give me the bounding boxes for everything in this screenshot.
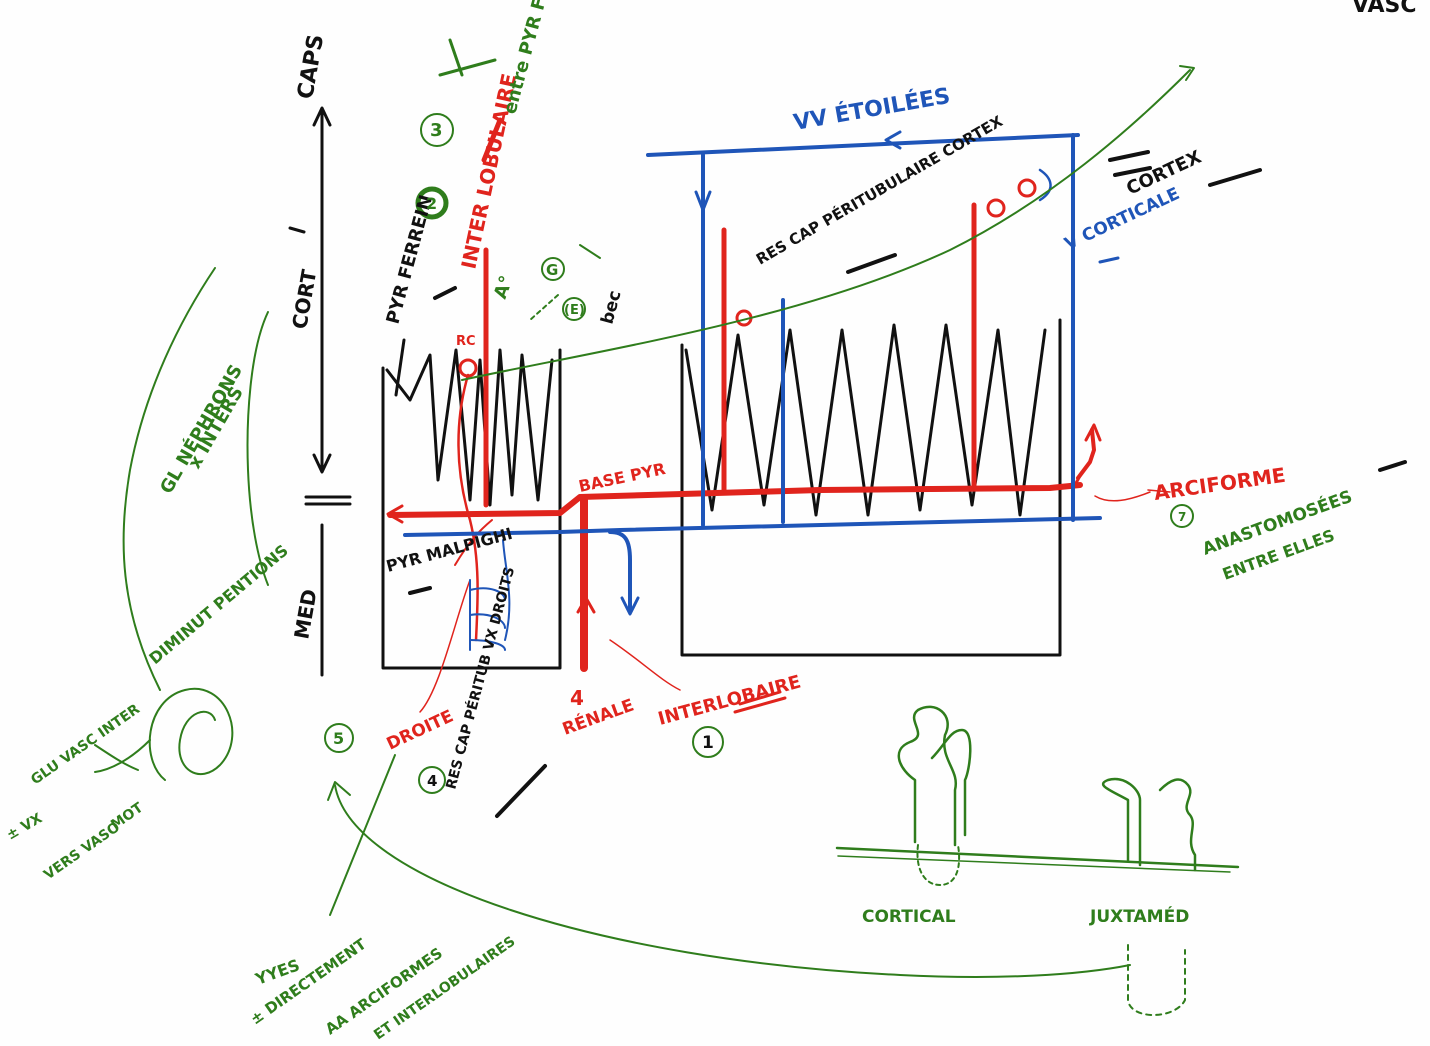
labels: VASC CAPS CORT MED PYR FERREIN PYR MALPI…	[4, 0, 1417, 1043]
label-renale-num: 4	[570, 686, 584, 710]
label-vv-etoilees: VV ÉTOILÉES	[792, 83, 953, 136]
marker-e-circle	[562, 297, 586, 321]
corner-text: VASC	[1352, 0, 1417, 18]
marker-3-circle	[420, 113, 454, 147]
note-vers-vaso: VERS VASO	[41, 819, 123, 883]
marker-5: 5	[333, 729, 344, 748]
arcuate-left-arrow	[386, 504, 404, 524]
label-droite: DROITE	[384, 706, 457, 754]
label-v-corticale: V CORTICALE	[1062, 184, 1183, 255]
label-pyr-malpighi: PYR MALPIGHI	[384, 524, 514, 576]
label-entre-pyr-fer: entre PYR FER	[500, 0, 558, 116]
marker-5-circle	[324, 723, 354, 753]
juxtamedullary-nephron	[1101, 777, 1142, 867]
corticomedullary-line	[835, 846, 1240, 869]
label-ae: (E)	[564, 303, 585, 318]
vasa-recta-vein	[502, 539, 511, 641]
axis-label-med: MED	[289, 587, 321, 641]
interlobar-vein	[608, 530, 632, 612]
label-arciforme: ARCIFORME	[1152, 463, 1287, 505]
label-g: G	[546, 261, 558, 279]
label-base-pyr: BASE PYR	[577, 459, 667, 496]
axis-mid-arrow	[312, 453, 332, 474]
marker-7: 7	[1178, 510, 1186, 524]
cortical-nephron	[897, 705, 958, 847]
marker-1-circle	[692, 726, 724, 758]
vasa-recta-artery	[457, 373, 479, 642]
label-interlobaire: INTERLOBAIRE	[656, 672, 803, 730]
marker-4: 4	[427, 772, 437, 790]
structure-black	[288, 106, 1062, 677]
long-leader-line	[461, 69, 1191, 381]
marker-2: 2	[426, 194, 437, 213]
label-aa: A°	[490, 273, 518, 302]
note-mot: MOT	[108, 800, 147, 834]
cort-tick	[288, 226, 306, 234]
stellate-veins	[646, 133, 1080, 157]
marker-2-circle	[415, 186, 449, 220]
arcuate-artery	[387, 482, 1083, 518]
note-diminut-pentions: DIMINUT PENTIONS	[145, 541, 292, 668]
label-res-cap-vx-droits: RES CAP PÉRITUB VX DROITS	[442, 565, 518, 791]
label-rc: RC	[456, 334, 476, 349]
marker-7-circle	[1170, 504, 1194, 528]
axis-top-arrow	[312, 106, 332, 127]
axis-label-cort: CORT	[287, 267, 321, 330]
arcuate-vein	[403, 516, 1102, 537]
venous-blue	[403, 130, 1120, 651]
note-gl-nephrons: GL NÉPHRONS	[155, 361, 247, 498]
right-ferrein-teeth	[684, 323, 1047, 517]
label-bec: bec	[598, 288, 626, 326]
bottom-arc	[334, 784, 1131, 978]
axis-label-caps: CAPS	[293, 33, 329, 101]
label-res-cap-peritub-cortex: RES CAP PÉRITUBULAIRE CORTEX	[753, 111, 1007, 268]
marker-4-circle	[418, 766, 446, 794]
left-ferrein-teeth	[385, 348, 554, 507]
glomerulus-left	[458, 358, 478, 378]
note-vx: ± VX	[4, 810, 45, 843]
note-glu-vasc-inter: GLU VASC INTER	[28, 701, 143, 788]
marker-1: 1	[702, 733, 714, 753]
underlines-black	[408, 150, 1407, 818]
left-lobe-box	[381, 348, 562, 670]
marker-3: 3	[430, 120, 443, 141]
annotations-green	[94, 38, 1240, 1016]
label-cortical: CORTICAL	[862, 907, 956, 927]
label-juxtamed: JUXTAMÉD	[1089, 905, 1189, 927]
marker-g-circle	[541, 257, 565, 281]
